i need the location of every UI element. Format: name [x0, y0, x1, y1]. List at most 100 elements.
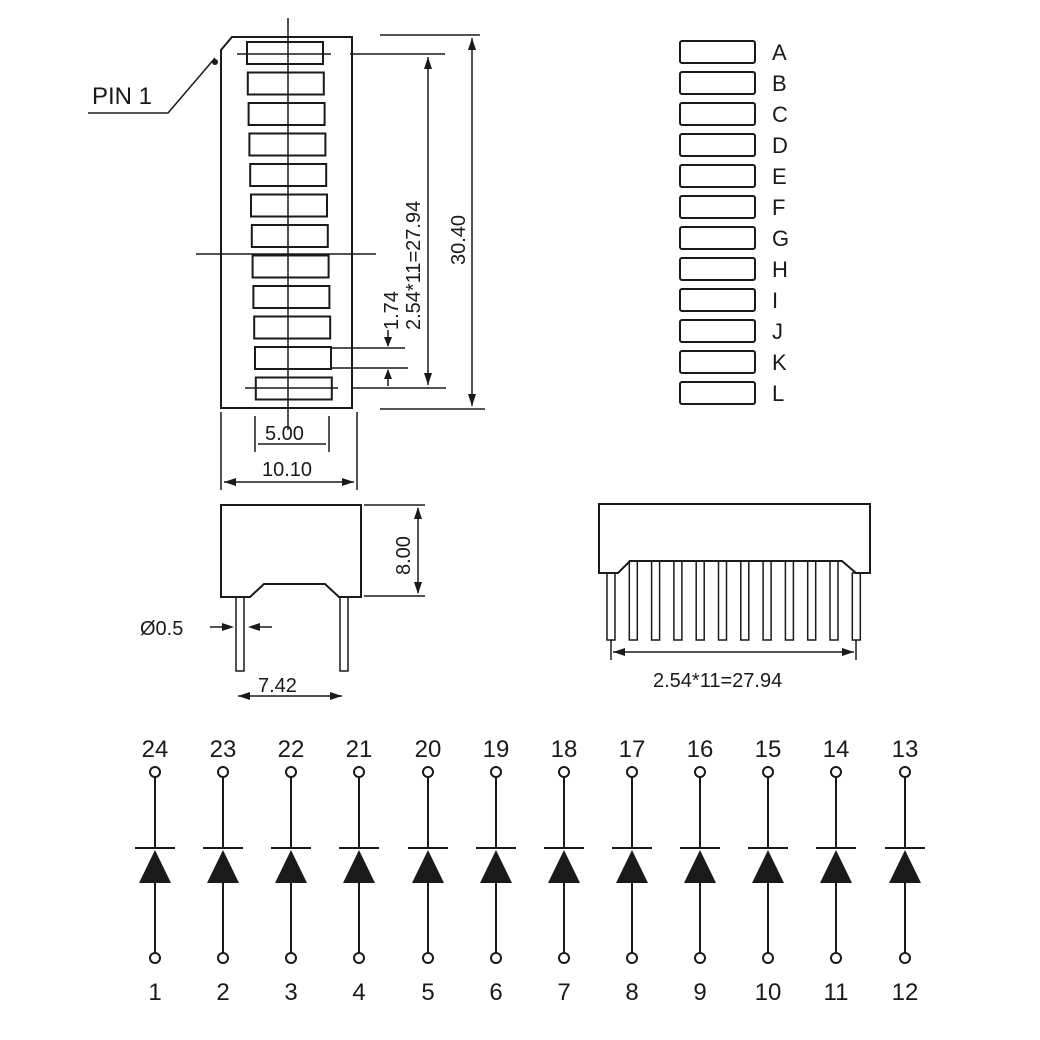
pin-terminal-icon — [762, 766, 774, 778]
pin-number-bottom: 8 — [625, 979, 638, 1006]
segment-e — [679, 164, 756, 188]
segment-label: L — [772, 381, 784, 406]
side-view-pin — [695, 560, 705, 641]
arrow-head — [414, 507, 422, 519]
top-view-body-outline — [220, 36, 353, 409]
top-view-segment — [247, 102, 326, 126]
pin-terminal-icon — [353, 952, 365, 964]
segment-label: G — [772, 226, 789, 251]
end-view-left-pin — [235, 596, 245, 672]
led-diode-channel: 187 — [544, 736, 584, 1006]
pin-number-bottom: 11 — [824, 979, 849, 1006]
segment-c — [679, 102, 756, 126]
segment-g — [679, 226, 756, 250]
top-view-segment — [250, 224, 329, 248]
side-view: 2.54*11=27.94 — [598, 503, 871, 692]
arrow-head — [468, 38, 476, 50]
pin-number-bottom: 12 — [892, 979, 919, 1006]
diode-triangle-icon — [343, 850, 375, 883]
pin-number-top: 22 — [278, 736, 305, 763]
pin1-leader-line — [88, 57, 216, 114]
side-view-pin — [628, 560, 639, 641]
pin-number-bottom: 6 — [489, 979, 502, 1006]
diode-triangle-icon — [412, 850, 444, 883]
top-view-segment — [251, 254, 330, 279]
side-view-pin — [806, 560, 817, 641]
led-diode-channel: 14 11 — [816, 736, 856, 1006]
dim-overall-length-text: 30.40 — [448, 215, 470, 265]
top-view-segment — [254, 346, 332, 370]
pin-number-top: 24 — [142, 736, 169, 763]
pin-terminal-icon — [830, 766, 842, 778]
pin-number-bottom: 10 — [755, 979, 782, 1006]
segment-h — [679, 257, 756, 281]
top-view-segment — [246, 71, 325, 96]
pin-number-top: 20 — [415, 736, 442, 763]
pin-terminal-icon — [149, 766, 161, 778]
pin-number-top: 17 — [619, 736, 646, 763]
pin-terminal-icon — [217, 766, 229, 778]
side-view-pin — [606, 572, 616, 641]
top-view-segment — [253, 315, 332, 340]
pin-terminal-icon — [422, 766, 434, 778]
dim-height-text: 8.00 — [393, 536, 415, 575]
dim-pitch-total-text: 2.54*11=27.94 — [403, 201, 425, 330]
top-view: PIN 1 30.40 2.54*11=27.94 1.74 5.00 10.1… — [88, 18, 485, 490]
side-view-pin — [717, 560, 728, 641]
dim-pin-diameter-text: Ø0.5 — [140, 618, 183, 640]
pin-number-top: 21 — [346, 736, 373, 763]
pin-number-top: 14 — [823, 736, 850, 763]
pin-number-bottom: 1 — [148, 979, 161, 1006]
pin-terminal-icon — [422, 952, 434, 964]
led-diode-channel: 22 3 — [271, 736, 311, 1006]
dim-segment-gap-text: 1.74 — [381, 291, 403, 330]
diode-triangle-icon — [889, 850, 921, 883]
led-diode-channel: 232 — [203, 736, 243, 1006]
pin-terminal-icon — [353, 766, 365, 778]
diode-triangle-icon — [752, 850, 784, 883]
segment-label: C — [772, 102, 788, 127]
top-view-segments — [246, 41, 333, 401]
pin-terminal-icon — [558, 952, 570, 964]
led-diode-channel: 196 — [476, 736, 516, 1006]
dim-body-width-text: 10.10 — [262, 459, 312, 481]
pin-number-bottom: 9 — [693, 979, 706, 1006]
side-view-pin — [851, 572, 862, 641]
side-view-pin — [784, 560, 795, 641]
pin-terminal-icon — [149, 952, 161, 964]
top-view-segment — [252, 285, 331, 309]
segment-label: H — [772, 257, 788, 282]
led-diode-channel: 24 1 — [135, 736, 175, 1006]
side-view-pin — [762, 560, 772, 641]
pin-number-top: 15 — [755, 736, 782, 763]
pin-terminal-icon — [899, 766, 911, 778]
pin-terminal-icon — [830, 952, 842, 964]
segment-d — [679, 133, 756, 157]
end-view: 8.00 Ø0.5 7.42 — [140, 504, 425, 700]
arrow-head — [342, 478, 354, 486]
segment-l — [679, 381, 756, 405]
pin-terminal-icon — [285, 766, 297, 778]
arrow-head — [414, 582, 422, 594]
pin-terminal-icon — [694, 766, 706, 778]
arrow-head — [248, 623, 260, 631]
side-view-pins — [606, 560, 862, 641]
pin-terminal-icon — [490, 952, 502, 964]
pin-number-bottom: 3 — [284, 979, 297, 1006]
side-view-body-outline — [598, 503, 871, 574]
segment-label: F — [772, 195, 785, 220]
side-view-pin — [829, 560, 839, 641]
pin-number-top: 16 — [687, 736, 714, 763]
diode-triangle-icon — [275, 850, 307, 883]
arrow-head — [384, 337, 392, 347]
pin-terminal-icon — [285, 952, 297, 964]
diode-triangle-icon — [548, 850, 580, 883]
pin-terminal-icon — [626, 952, 638, 964]
segment-j — [679, 319, 756, 343]
top-view-segment — [246, 41, 324, 65]
